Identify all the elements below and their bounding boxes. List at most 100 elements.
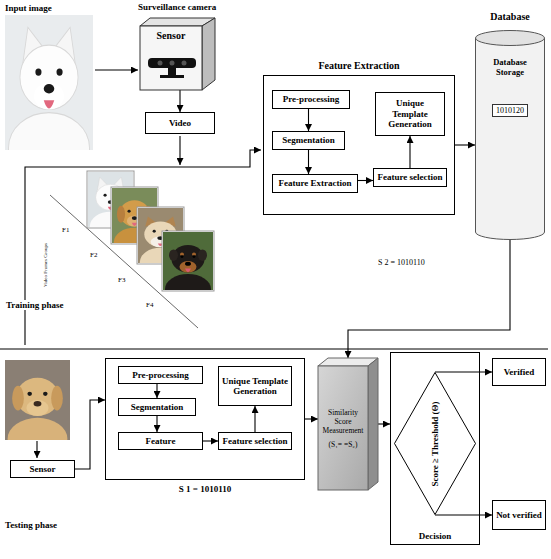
camera-shape xyxy=(158,61,163,66)
arrow-line xyxy=(25,150,261,345)
process-box: Video xyxy=(145,112,215,134)
testing-dog-photo xyxy=(8,418,68,460)
heading-label: Input image xyxy=(5,3,52,13)
input-dog-photo xyxy=(56,68,62,75)
input-dog-photo xyxy=(20,45,78,109)
camera-shape xyxy=(202,18,215,90)
cylinder-shape xyxy=(476,38,545,240)
flow-arrow xyxy=(179,90,180,112)
flow-arrow xyxy=(409,136,410,168)
video-frame-photo xyxy=(87,171,214,304)
camera-shape xyxy=(140,26,202,90)
testing-dog-photo xyxy=(43,392,48,396)
box-text-wrap: Segmentation xyxy=(119,402,195,412)
flow-arrow xyxy=(75,400,105,469)
box-label: Unique Template Generation xyxy=(379,98,441,129)
arrow-line xyxy=(36,441,37,458)
flow-arrow xyxy=(435,371,492,372)
template-label: S 2 = 1010110 xyxy=(378,258,425,267)
frame-label: F2 xyxy=(90,251,97,259)
decision-group: Decision Score ≥ Threshold (Θ) xyxy=(390,352,480,545)
result-box: Not verified xyxy=(492,500,546,530)
input-dog-photo xyxy=(35,68,41,75)
input-dog-photo xyxy=(5,15,93,183)
decision-condition: Score ≥ Threshold (Θ) xyxy=(430,401,440,486)
video-frame-photo xyxy=(169,249,178,261)
flow-arrow xyxy=(254,406,255,432)
flow-arrow xyxy=(305,418,318,419)
decision-label: Decision xyxy=(391,531,479,541)
box-text-wrap: Segmentation xyxy=(273,135,344,145)
process-box: Unique Template Generation xyxy=(218,366,292,406)
database-label: Database Storage xyxy=(475,58,545,78)
decision-diamond: Score ≥ Threshold (Θ) xyxy=(394,372,476,515)
process-box: Feature xyxy=(118,432,203,450)
input-dog-photo xyxy=(44,100,55,108)
video-frame-photo xyxy=(193,255,196,258)
sensor-label: Sensor xyxy=(140,30,202,41)
cylinder-shape xyxy=(476,31,545,46)
video-frame-photo xyxy=(104,194,107,197)
process-box: Feature selection xyxy=(373,168,447,187)
box-label: Video xyxy=(149,118,211,128)
flow-arrow xyxy=(358,180,373,181)
testing-dog-photo xyxy=(51,386,63,411)
arrow-line xyxy=(0,349,548,350)
database-heading: Database xyxy=(465,11,551,22)
similarity-text-wrap: Similarity Score Measurement(S₁= =S₂) xyxy=(318,366,368,490)
box-label: Feature xyxy=(122,436,199,446)
box-text-wrap: Not verified xyxy=(493,510,545,520)
testing-dog-photo xyxy=(12,386,24,411)
process-box: Unique Template Generation xyxy=(375,92,445,136)
flow-arrow xyxy=(455,144,475,145)
arrow-line xyxy=(179,136,180,165)
frame-label: F1 xyxy=(62,226,69,234)
process-box: Sensor xyxy=(10,460,75,478)
process-box: Pre-processing xyxy=(272,90,350,109)
input-dog-photo xyxy=(44,84,55,93)
video-frame-photo xyxy=(132,216,137,220)
camera-heading: Surveillance camera xyxy=(138,2,216,12)
phase-label: Training phase xyxy=(4,300,66,310)
box-label: Unique Template Generation xyxy=(222,376,288,397)
box-label: Feature Extraction xyxy=(276,178,354,188)
result-box: Verified xyxy=(492,358,546,386)
testing-dog-photo xyxy=(26,400,48,416)
flow-arrow xyxy=(435,514,492,515)
box-3d-shape xyxy=(318,366,368,490)
video-frame-photo xyxy=(180,261,197,273)
group-heading: Feature Extraction xyxy=(264,60,454,71)
camera-shape xyxy=(160,75,184,78)
box-3d-shape xyxy=(368,358,378,490)
camera-shape xyxy=(182,61,187,66)
process-box: Feature selection xyxy=(218,432,292,450)
process-box: Segmentation xyxy=(272,131,345,150)
process-box: Pre-processing xyxy=(118,366,203,384)
testing-group: S 1 = 1010110Pre-processingSegmentationF… xyxy=(105,358,305,480)
similarity-label: (S₁= =S₂) xyxy=(329,440,358,449)
flow-arrow xyxy=(308,109,309,131)
box-label: Verified xyxy=(496,367,542,377)
testing-dog-photo xyxy=(27,392,32,396)
database-cylinder: DatabaseDatabase Storage1010120 xyxy=(475,30,545,240)
testing-dog-photo xyxy=(34,401,42,407)
box-text-wrap: Sensor xyxy=(11,464,74,474)
diamond-shape xyxy=(395,373,476,515)
camera-shape xyxy=(170,61,175,66)
frame-label: F3 xyxy=(118,276,125,284)
box-text-wrap: Feature Extraction xyxy=(273,178,357,188)
input-dog-photo xyxy=(34,83,64,110)
axis-label: Video Frames Groups xyxy=(43,243,48,287)
flow-arrow xyxy=(308,150,309,174)
box-text-wrap: Verified xyxy=(493,367,545,377)
similarity-box: Similarity Score Measurement(S₁= =S₂) xyxy=(318,358,378,490)
video-frame-photo xyxy=(185,262,191,266)
box-label: Not verified xyxy=(496,510,542,520)
video-frame-photo xyxy=(185,269,191,273)
video-frame-photo xyxy=(117,206,125,223)
camera-shape xyxy=(140,18,215,90)
camera-shape xyxy=(148,58,196,68)
